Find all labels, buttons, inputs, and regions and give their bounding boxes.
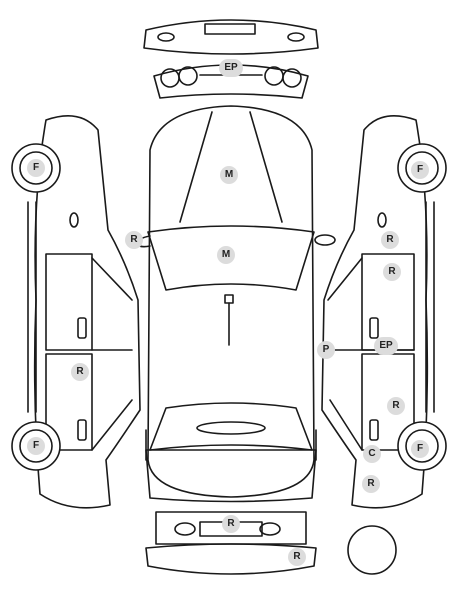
badge-right-sill-2[interactable]: EP bbox=[374, 337, 398, 355]
badge-right-front-wheel[interactable]: F bbox=[411, 161, 429, 179]
badge-rear-bumper[interactable]: R bbox=[288, 548, 306, 566]
badge-right-front-door[interactable]: R bbox=[383, 263, 401, 281]
front-lights-part[interactable] bbox=[153, 64, 309, 99]
badge-left-rear-wheel[interactable]: F bbox=[27, 437, 45, 455]
badge-right-rear-door[interactable]: R bbox=[387, 397, 405, 415]
badge-right-fender[interactable]: R bbox=[381, 231, 399, 249]
badge-rear-lights[interactable]: R bbox=[222, 515, 240, 533]
badge-right-rear-quarter[interactable]: R bbox=[362, 475, 380, 493]
badge-left-mirror[interactable]: R bbox=[125, 231, 143, 249]
rear-bumper-part[interactable] bbox=[145, 543, 317, 575]
badge-roof[interactable]: M bbox=[220, 166, 238, 184]
badge-front-bumper[interactable]: EP bbox=[219, 59, 243, 77]
badge-left-front-wheel[interactable]: F bbox=[27, 159, 45, 177]
spare-wheel-part[interactable] bbox=[347, 525, 397, 575]
car-body-top-view[interactable] bbox=[135, 105, 336, 503]
front-bumper-part[interactable] bbox=[143, 19, 319, 55]
badge-right-rear-lower[interactable]: C bbox=[363, 445, 381, 463]
badge-left-rear-door[interactable]: R bbox=[71, 363, 89, 381]
badge-hood[interactable]: M bbox=[217, 246, 235, 264]
badge-right-sill[interactable]: P bbox=[317, 341, 335, 359]
badge-right-rear-wheel[interactable]: F bbox=[411, 440, 429, 458]
